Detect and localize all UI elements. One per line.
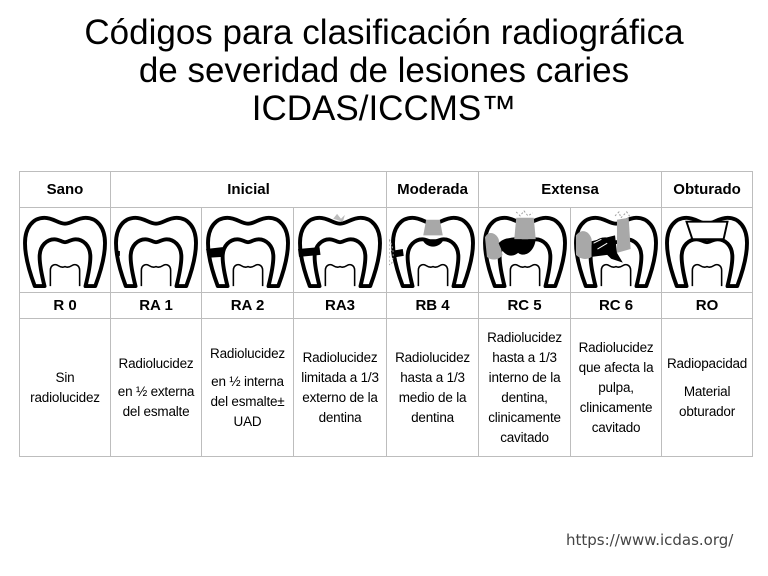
description-line: que afecta la [578, 359, 654, 375]
tooth-pulp-involved-icon [574, 211, 658, 289]
description-line: dentina, [501, 389, 548, 405]
tooth-cell-r0 [19, 207, 111, 293]
description-line: del esmalte± [210, 393, 285, 409]
description-line: Radiolucidez [118, 355, 194, 371]
description-line: interno de la [488, 369, 561, 385]
title-line-2: de severidad de lesiones caries [138, 51, 630, 90]
description-line: cavitado [591, 419, 641, 435]
description-line: Material [683, 383, 731, 399]
tooth-cell-ra3 [292, 207, 388, 293]
description-ra2: Radiolucidez en ½ interna del esmalte± U… [201, 318, 294, 457]
category-extensa: Extensa [478, 171, 663, 208]
description-rc6: Radiolucidez que afecta la pulpa, clinic… [570, 318, 663, 457]
code-ro: RO [661, 292, 754, 319]
code-ra1: RA 1 [110, 292, 202, 319]
code-ra2: RA 2 [201, 292, 294, 319]
tooth-cell-rc6 [570, 207, 663, 293]
description-rb4: Radiolucidez hasta a 1/3 medio de la den… [386, 318, 480, 457]
tooth-image-row [19, 207, 754, 293]
tooth-outer-dentin-lesion-icon [298, 213, 382, 289]
description-r0: Sin radiolucidez [19, 318, 111, 457]
category-inicial: Inicial [109, 171, 388, 208]
description-line: clinicamente [488, 409, 561, 425]
code-rc6: RC 6 [570, 292, 663, 319]
description-line: Radiolucidez [302, 349, 378, 365]
tooth-inner-dentin-cavitated-icon [482, 210, 567, 289]
category-row: Sano Inicial Moderada Extensa Obturado [19, 171, 754, 208]
category-moderada: Moderada [386, 171, 480, 208]
description-line: limitada a 1/3 [301, 369, 379, 385]
description-rc5: Radiolucidez hasta a 1/3 interno de la d… [478, 318, 572, 457]
description-line: dentina [411, 409, 454, 425]
description-line: radiolucidez [30, 389, 100, 405]
tooth-cell-rb4 [386, 207, 480, 293]
source-url: https://www.icdas.org/ [566, 531, 734, 549]
title-line-3: ICDAS/ICCMS™ [251, 89, 517, 128]
tooth-cell-ro [661, 207, 754, 293]
icdas-classification-table: Sano Inicial Moderada Extensa Obturado [19, 171, 754, 457]
description-line: pulpa, [598, 379, 634, 395]
description-line: Radiolucidez [395, 349, 470, 365]
description-ro: Radiopacidad Material obturador [661, 318, 754, 457]
description-line: dentina [318, 409, 362, 425]
description-line: externo de la [302, 389, 378, 405]
category-obturado: Obturado [661, 171, 754, 208]
page-title: Códigos para clasificación radiográfica … [0, 14, 768, 128]
code-row: R 0 RA 1 RA 2 RA3 RB 4 RC 5 RC 6 RO [19, 292, 754, 319]
description-line: en ½ externa [117, 383, 195, 399]
description-row: Sin radiolucidez Radiolucidez en ½ exter… [19, 318, 754, 457]
tooth-cell-ra2 [201, 207, 294, 293]
description-line: clinicamente [579, 399, 653, 415]
description-line: obturador [679, 403, 736, 419]
tooth-outer-enamel-lesion-icon [114, 215, 198, 289]
tooth-restoration-icon [665, 215, 749, 289]
description-line: Radiopacidad [666, 355, 748, 371]
tooth-cell-ra1 [110, 207, 202, 293]
description-line: UAD [233, 413, 262, 429]
description-line: Radiolucidez [578, 339, 654, 355]
description-line: hasta a 1/3 [400, 369, 465, 385]
description-line: hasta a 1/3 [492, 349, 557, 365]
tooth-sound-icon [23, 215, 107, 289]
description-line: Radiolucidez [210, 345, 285, 361]
description-line: en ½ interna [211, 373, 284, 389]
description-line: del esmalte [122, 403, 190, 419]
description-line: Radiolucidez [487, 329, 562, 345]
code-rc5: RC 5 [478, 292, 572, 319]
category-sano: Sano [19, 171, 111, 208]
tooth-cell-rc5 [478, 207, 572, 293]
description-line: cavitado [500, 429, 549, 445]
code-r0: R 0 [19, 292, 111, 319]
description-ra3: Radiolucidez limitada a 1/3 externo de l… [292, 318, 388, 457]
title-line-1: Códigos para clasificación radiográfica [84, 13, 684, 52]
description-line: medio de la [398, 389, 467, 405]
tooth-middle-dentin-lesion-icon [388, 215, 475, 289]
code-ra3: RA3 [292, 292, 388, 319]
tooth-inner-enamel-lesion-icon [205, 215, 290, 289]
code-rb4: RB 4 [386, 292, 480, 319]
description-line: Sin [55, 369, 75, 385]
description-ra1: Radiolucidez en ½ externa del esmalte [110, 318, 202, 457]
